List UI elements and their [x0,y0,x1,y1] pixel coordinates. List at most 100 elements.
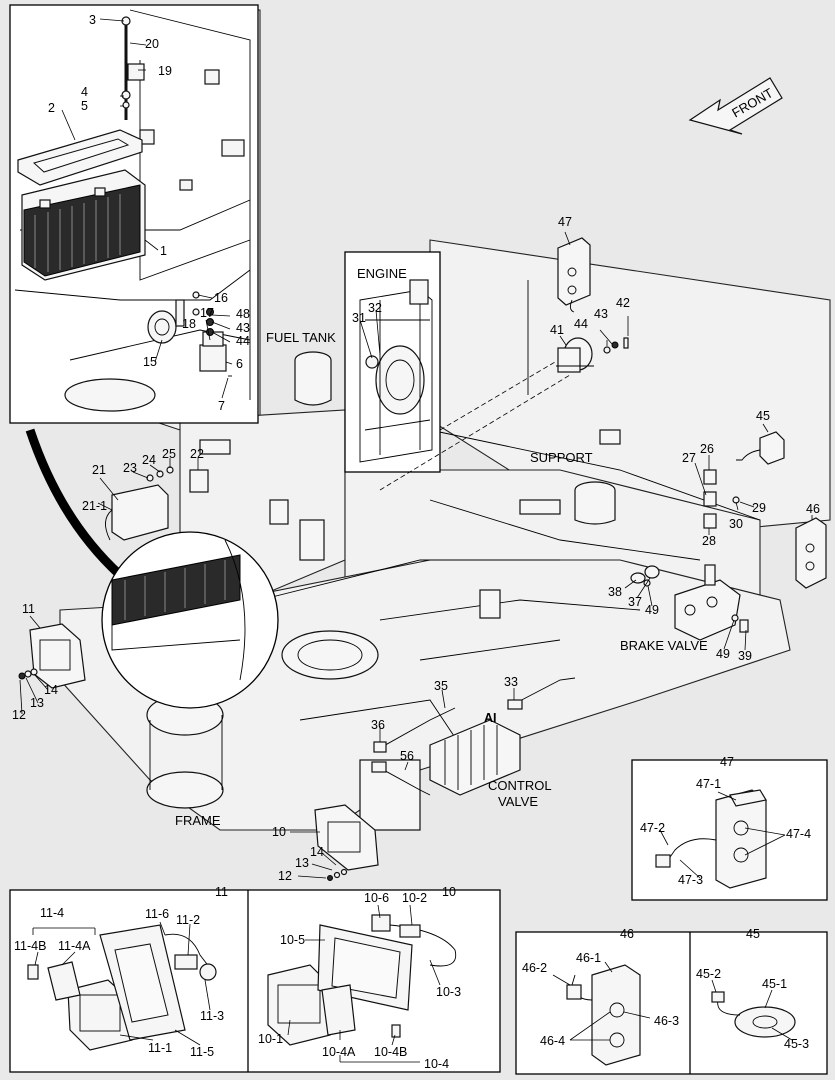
callout: 16 [214,291,228,305]
callout: 46 [806,502,820,516]
callout: 10-5 [280,933,305,947]
engine-label: ENGINE [357,266,407,281]
callout: 20 [145,37,159,51]
battery-magnified [101,531,279,709]
callout: 48 [236,307,250,321]
callout: 11 [22,602,35,616]
relay [199,331,232,377]
detail-labels: 47 47-1 47-2 47-4 47-3 11 11-4 11-4B 11-… [14,755,811,1071]
callout: 11-3 [200,1009,224,1023]
callout: 11-4 [40,906,64,920]
callout: 49 [645,603,659,617]
detail-box-46-45 [515,931,828,1075]
front-arrow [688,77,783,135]
callout: 10-6 [364,891,389,905]
callout-numbers: 3 20 19 4 5 2 1 16 17 48 43 44 18 15 6 7… [12,13,820,883]
callout: 3 [89,13,96,27]
callout: 10-4A [322,1045,356,1059]
callout: 11-5 [190,1045,214,1059]
detail-47-title: 47 [720,755,734,769]
callout: 46-4 [540,1034,565,1048]
control-valve-drawing [429,719,521,796]
horn [147,299,185,344]
control-valve-label-1: CONTROL [488,778,552,793]
lamp-47 [557,237,591,313]
callout: 56 [400,749,414,763]
callout: 41 [550,323,564,337]
callout: 43 [236,321,250,335]
callout: 33 [504,675,518,689]
callout: 11-4B [14,939,46,953]
callout: 31 [352,311,366,325]
callout: 10-4B [374,1045,407,1059]
callout: 13 [295,856,309,870]
callout: 12 [278,869,292,883]
callout: 47-1 [696,777,721,791]
callout: 46-2 [522,961,547,975]
ai-label: AI [484,711,497,725]
callout: 47 [558,215,572,229]
detail-45-title: 45 [746,927,760,941]
callout: 38 [608,585,622,599]
callout: 43 [594,307,608,321]
callout: 32 [368,301,382,315]
callout: 26 [700,442,714,456]
callout: 45 [756,409,770,423]
callout: 23 [123,461,137,475]
callout: 44 [236,334,250,348]
callout: 13 [30,696,44,710]
callout: 47-4 [786,827,811,841]
callout: 11-4A [58,939,91,953]
leader-dash [379,374,571,491]
callout: 19 [158,64,172,78]
callout: 4 [81,85,88,99]
battery-detail-inset [9,4,259,424]
callout: 21-1 [82,499,107,513]
callout: 18 [182,317,196,331]
callout: 11-2 [176,913,200,927]
callout: 14 [44,683,58,697]
callout: 11-6 [145,907,169,921]
callout: 21 [92,463,106,477]
callout: 15 [143,355,157,369]
callout: 14 [310,845,324,859]
callout: 29 [752,501,766,515]
callout: 24 [142,453,156,467]
callout: 27 [682,451,696,465]
detail-box-11-10 [9,889,501,1073]
detail-11-title: 11 [215,885,228,899]
callout: 46-1 [576,951,601,965]
callout: 35 [434,679,448,693]
callout: 44 [574,317,588,331]
callout: 37 [628,595,642,609]
leader-dash [439,361,556,431]
callout: 39 [738,649,752,663]
detail-46-title: 46 [620,927,634,941]
callout: 10-1 [258,1032,283,1046]
callout: 47-2 [640,821,665,835]
lamp-45 [736,431,785,465]
callout: 6 [236,357,243,371]
callout: 28 [702,534,716,548]
callout: 11-1 [148,1041,172,1055]
leader-lines [19,18,813,1063]
callout: 22 [190,447,204,461]
callout: 5 [81,99,88,113]
work-lamp-10 [314,804,379,871]
callout: 36 [371,718,385,732]
callout: 2 [48,101,55,115]
callout: 10-4 [424,1057,449,1071]
callout: 45-3 [784,1037,809,1051]
support-label: SUPPORT [530,450,593,465]
frame-label: FRAME [175,813,221,828]
callout: 45-1 [762,977,787,991]
buzzer-41 [556,337,594,373]
callout: 42 [616,296,630,310]
engine-detail-inset [344,251,441,473]
callout: 30 [729,517,743,531]
callout: 10 [272,825,286,839]
brake-valve-drawing [674,564,741,641]
lamp-46 [795,517,827,589]
detail-10-title: 10 [442,885,456,899]
